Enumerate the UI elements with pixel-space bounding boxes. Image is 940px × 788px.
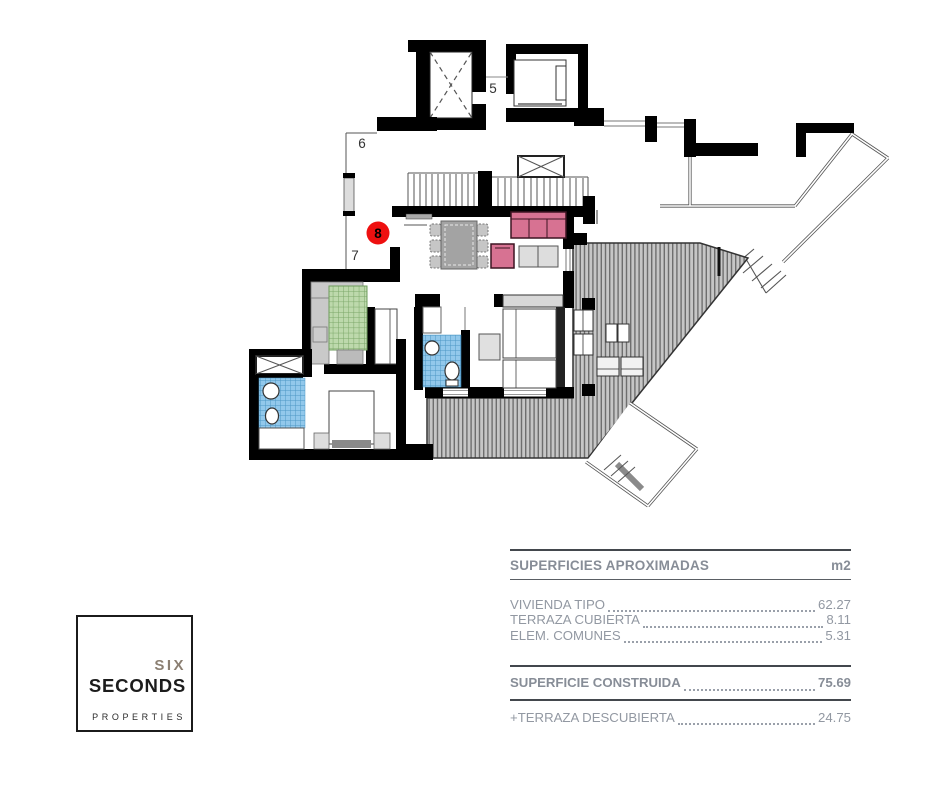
brand-logo: SIX SECONDS PROPERTIES (76, 615, 193, 732)
areas-table: SUPERFICIES APROXIMADAS m2 VIVIENDA TIPO… (510, 549, 851, 725)
unit-number-5: 5 (489, 81, 497, 96)
bathroom-left (249, 349, 312, 460)
table-unit: m2 (831, 558, 851, 573)
coffee-table (518, 245, 559, 268)
entry-area (343, 132, 433, 282)
table-extra-row: +TERRAZA DESCUBIERTA 24.75 (510, 710, 851, 725)
dot-leader (642, 615, 824, 628)
plan-labels: 5 6 7 (351, 81, 497, 263)
unit-number-6: 6 (358, 136, 366, 151)
terrace-steps-upper (733, 248, 787, 294)
unit-number-7: 7 (351, 248, 359, 263)
sofa (510, 211, 567, 239)
extra-value: 24.75 (817, 709, 851, 725)
lower-terrace (585, 401, 699, 508)
table-top-rule (510, 549, 851, 551)
marker-number: 8 (374, 226, 382, 241)
row-label: TERRAZA CUBIERTA (510, 612, 640, 628)
table-extra-rule (510, 698, 851, 701)
living-room (429, 211, 574, 308)
table-total-row: SUPERFICIE CONSTRUIDA 75.69 (510, 675, 851, 691)
dining-table (429, 220, 489, 270)
row-value: 8.11 (826, 612, 851, 628)
table-header: SUPERFICIES APROXIMADAS m2 (510, 551, 851, 579)
logo-seconds: SECONDS (88, 675, 186, 696)
bathroom-middle (414, 306, 462, 390)
table-row: TERRAZA CUBIERTA 8.11 (510, 612, 851, 628)
bedroom-green (302, 269, 398, 374)
table-total-rule (510, 665, 851, 668)
row-value: 5.31 (825, 627, 851, 643)
dot-leader (623, 630, 823, 644)
unit-marker: 8 (366, 221, 390, 245)
mid-wall-row (415, 294, 574, 308)
table-row: ELEM. COMUNES 5.31 (510, 627, 851, 644)
table-spacer (510, 643, 851, 665)
table-extra-wrap: +TERRAZA DESCUBIERTA 24.75 (510, 701, 851, 725)
row-label: ELEM. COMUNES (510, 627, 621, 643)
logo-six: SIX (154, 657, 186, 674)
row-label: VIVIENDA TIPO (510, 596, 606, 612)
staircase (392, 155, 598, 224)
dot-leader (683, 678, 815, 691)
table-rows: VIVIENDA TIPO 62.27 TERRAZA CUBIERTA 8.1… (510, 580, 851, 644)
dot-leader (608, 599, 815, 613)
logo-properties: PROPERTIES (92, 712, 186, 722)
row-value: 62.27 (817, 596, 851, 612)
table-row: VIVIENDA TIPO 62.27 (510, 596, 851, 613)
marker-circle (366, 221, 390, 245)
top-right-walls (574, 108, 854, 157)
armchair (490, 243, 515, 269)
extra-label: +TERRAZA DESCUBIERTA (510, 709, 675, 725)
open-terrace-railing (660, 132, 890, 264)
elevator-shaft (408, 40, 486, 130)
bedroom-bottom-left (250, 339, 433, 460)
wall-top-left (377, 117, 437, 131)
table-title: SUPERFICIES APROXIMADAS (510, 558, 710, 573)
total-value: 75.69 (817, 675, 851, 691)
table-total-wrap: SUPERFICIE CONSTRUIDA 75.69 (510, 667, 851, 698)
bedroom-right (425, 307, 574, 398)
total-label: SUPERFICIE CONSTRUIDA (510, 675, 681, 691)
dot-leader (677, 712, 815, 725)
table-header-rule (510, 579, 851, 580)
